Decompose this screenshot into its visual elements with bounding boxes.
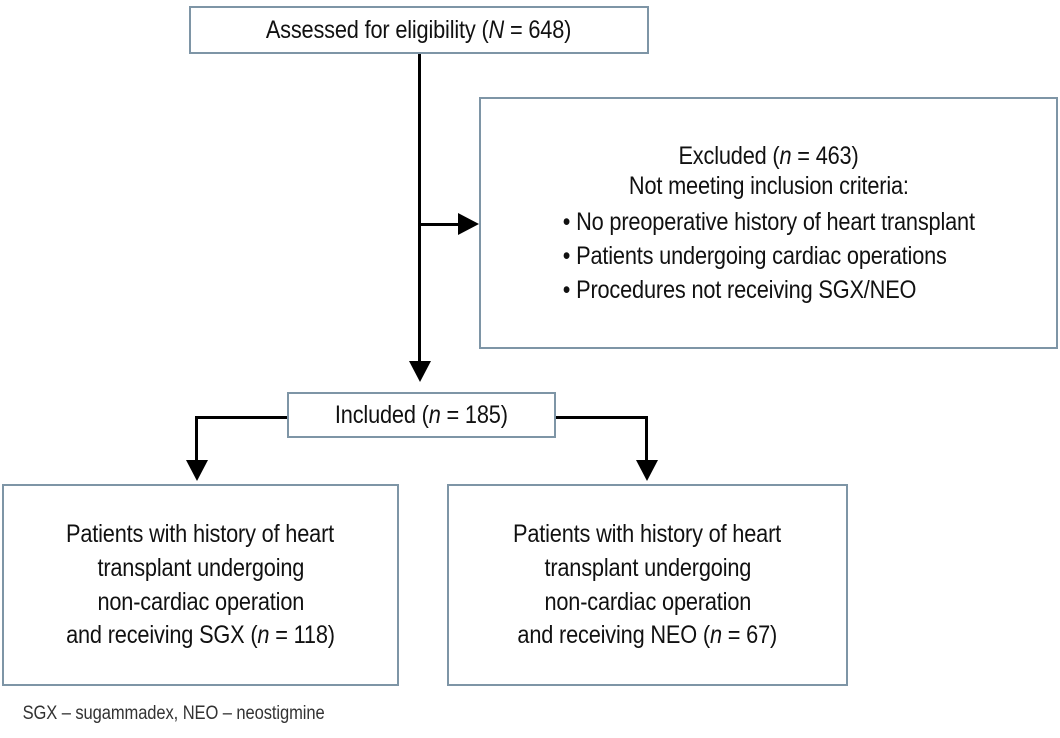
node-excluded-bullet-3-text: Procedures not receiving SGX/NEO [575, 275, 916, 304]
node-excluded: Excluded (n = 463) Not meeting inclusion… [479, 97, 1058, 349]
node-neo-line-4: and receiving NEO (n = 67) [518, 620, 778, 651]
node-neo-line-4-prefix: and receiving NEO ( [517, 621, 711, 650]
node-assessed-for-eligibility: Assessed for eligibility (N = 648) [189, 6, 649, 54]
bullet-glyph-icon: • [562, 208, 570, 237]
node-sgx-line-4-close: ) [327, 621, 335, 650]
node-excluded-bullet-2: • Patients undergoing cardiac operations [562, 241, 974, 272]
arrowhead-to-sgx-group [186, 460, 208, 481]
arrowhead-to-neo-group [636, 460, 658, 481]
node-assessed-eq: = [504, 15, 529, 44]
node-neo-group: Patients with history of heart transplan… [447, 484, 848, 686]
connector-included-left [195, 416, 288, 419]
node-excluded-bullet-2-text: Patients undergoing cardiac operations [575, 241, 947, 270]
node-sgx-line-4-count: 118 [293, 621, 328, 650]
node-included: Included (n = 185) [287, 392, 556, 438]
arrowhead-to-included [409, 361, 431, 382]
node-neo-line-2: transplant undergoing [544, 553, 751, 582]
node-included-eq: = [440, 400, 466, 429]
node-included-close: ) [500, 400, 508, 429]
node-included-prefix: Included ( [335, 400, 429, 429]
node-excluded-heading-close: ) [851, 141, 859, 170]
node-excluded-bullet-3: • Procedures not receiving SGX/NEO [562, 275, 974, 306]
node-excluded-bullet-1: • No preoperative history of heart trans… [562, 207, 974, 238]
node-assessed-close: ) [564, 15, 572, 44]
node-included-count: 185 [465, 400, 501, 429]
node-neo-line-4-close: ) [770, 621, 778, 650]
diagram-footnote-text: SGX – sugammadex, NEO – neostigmine [22, 703, 325, 724]
node-assessed-count: 648 [528, 15, 565, 44]
node-excluded-heading: Excluded (n = 463) [678, 141, 858, 172]
node-excluded-bullet-1-text: No preoperative history of heart transpl… [575, 208, 975, 237]
node-sgx-line-4-var: n [257, 621, 270, 650]
node-excluded-heading-var: n [779, 141, 792, 170]
connector-left-drop [195, 416, 198, 460]
node-included-var: n [428, 400, 441, 429]
connector-assessed-spine [418, 54, 421, 361]
node-sgx-line-4-prefix: and receiving SGX ( [66, 621, 258, 650]
node-excluded-bullet-list: • No preoperative history of heart trans… [532, 204, 1006, 305]
node-excluded-heading-eq: = [791, 141, 816, 170]
node-excluded-subheading: Not meeting inclusion criteria: [628, 172, 909, 201]
connector-included-right [555, 416, 648, 419]
node-neo-line-4-eq: = [722, 621, 747, 650]
node-included-text: Included (n = 185) [335, 400, 508, 431]
bullet-glyph-icon: • [562, 241, 570, 270]
node-neo-line-4-count: 67 [746, 621, 771, 650]
arrowhead-to-excluded [458, 213, 479, 235]
node-neo-line-1: Patients with history of heart [513, 520, 782, 548]
node-sgx-line-3: non-cardiac operation [97, 587, 304, 616]
node-sgx-line-1: Patients with history of heart [66, 520, 335, 548]
node-sgx-group: Patients with history of heart transplan… [2, 484, 399, 686]
node-sgx-line-4-eq: = [269, 621, 294, 650]
node-assessed-text: Assessed for eligibility (N = 648) [266, 15, 572, 46]
node-sgx-line-2: transplant undergoing [97, 553, 304, 582]
bullet-glyph-icon: • [562, 275, 570, 304]
node-assessed-prefix: Assessed for eligibility ( [266, 15, 490, 44]
node-sgx-line-4: and receiving SGX (n = 118) [66, 620, 335, 651]
diagram-footnote: SGX – sugammadex, NEO – neostigmine [0, 703, 347, 725]
node-neo-line-4-var: n [710, 621, 723, 650]
connector-to-excluded [418, 223, 460, 226]
node-assessed-var: N [489, 15, 505, 44]
node-excluded-heading-prefix: Excluded ( [678, 141, 780, 170]
node-neo-line-3: non-cardiac operation [544, 587, 751, 616]
connector-right-drop [645, 416, 648, 460]
node-excluded-heading-count: 463 [815, 141, 852, 170]
